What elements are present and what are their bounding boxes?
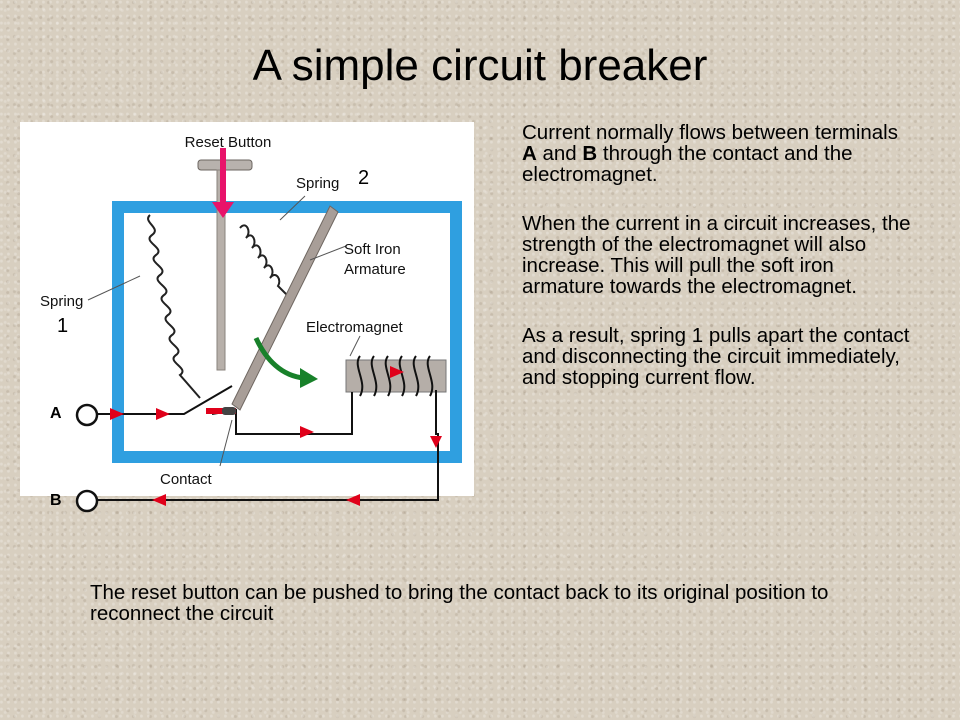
reset-button-label: Reset Button xyxy=(185,134,272,151)
current-arrow xyxy=(156,408,170,420)
electromagnet-coil xyxy=(356,355,434,397)
spring-1-coil xyxy=(147,214,201,399)
terminal-a xyxy=(75,403,99,427)
leader-lines xyxy=(87,195,361,467)
p1-text-end: through the contact and the electromagne… xyxy=(522,142,853,186)
contact-tip xyxy=(222,407,236,415)
spring-1-label: Spring xyxy=(40,293,83,310)
circuit-breaker-diagram: Reset Button Spring Soft Iron Armature E… xyxy=(0,120,480,520)
armature-motion-arrow xyxy=(253,336,318,388)
current-arrow xyxy=(110,408,124,420)
current-arrow xyxy=(390,366,404,378)
paragraph-current-increase: When the current in a circuit increases,… xyxy=(522,212,911,298)
diagram-background xyxy=(20,122,474,496)
p1-terminal-b: B xyxy=(582,142,598,165)
reset-explanation: The reset button can be pushed to bring … xyxy=(90,581,829,625)
current-arrow xyxy=(346,494,360,506)
current-flow-arrows xyxy=(110,366,442,506)
terminal-b xyxy=(75,489,99,513)
p1-text-between: and xyxy=(536,142,583,165)
slide-title: A simple circuit breaker xyxy=(252,41,708,90)
armature-label: Armature xyxy=(344,261,406,278)
p1-text-start: Current normally flows between terminals xyxy=(522,121,898,144)
explanation-text: Current normally flows between terminals… xyxy=(522,122,912,416)
spring-1-number: 1 xyxy=(57,315,69,337)
spring-2-label: Spring xyxy=(296,175,339,192)
spring-2-number: 2 xyxy=(358,167,370,189)
reset-push-arrow xyxy=(212,148,234,218)
breaker-casing xyxy=(112,201,462,463)
soft-iron-label: Soft Iron xyxy=(344,241,401,258)
soft-iron-armature xyxy=(231,205,339,411)
current-arrow xyxy=(152,494,166,506)
terminal-a-label: A xyxy=(50,405,62,422)
contact-piece xyxy=(206,408,236,414)
electromagnet-core xyxy=(345,359,447,393)
p1-terminal-a: A xyxy=(522,142,537,165)
terminal-b-label: B xyxy=(50,492,62,509)
current-arrow xyxy=(430,436,442,448)
spring-2-coil xyxy=(239,224,293,301)
paragraph-normal-flow: Current normally flows between terminals… xyxy=(522,122,912,185)
current-arrow xyxy=(300,426,314,438)
paragraph-result: As a result, spring 1 pulls apart the co… xyxy=(522,324,910,389)
contact-label: Contact xyxy=(160,471,213,488)
diagram-svg: Reset Button Spring Soft Iron Armature E… xyxy=(20,122,474,513)
electromagnet-label: Electromagnet xyxy=(306,319,404,336)
